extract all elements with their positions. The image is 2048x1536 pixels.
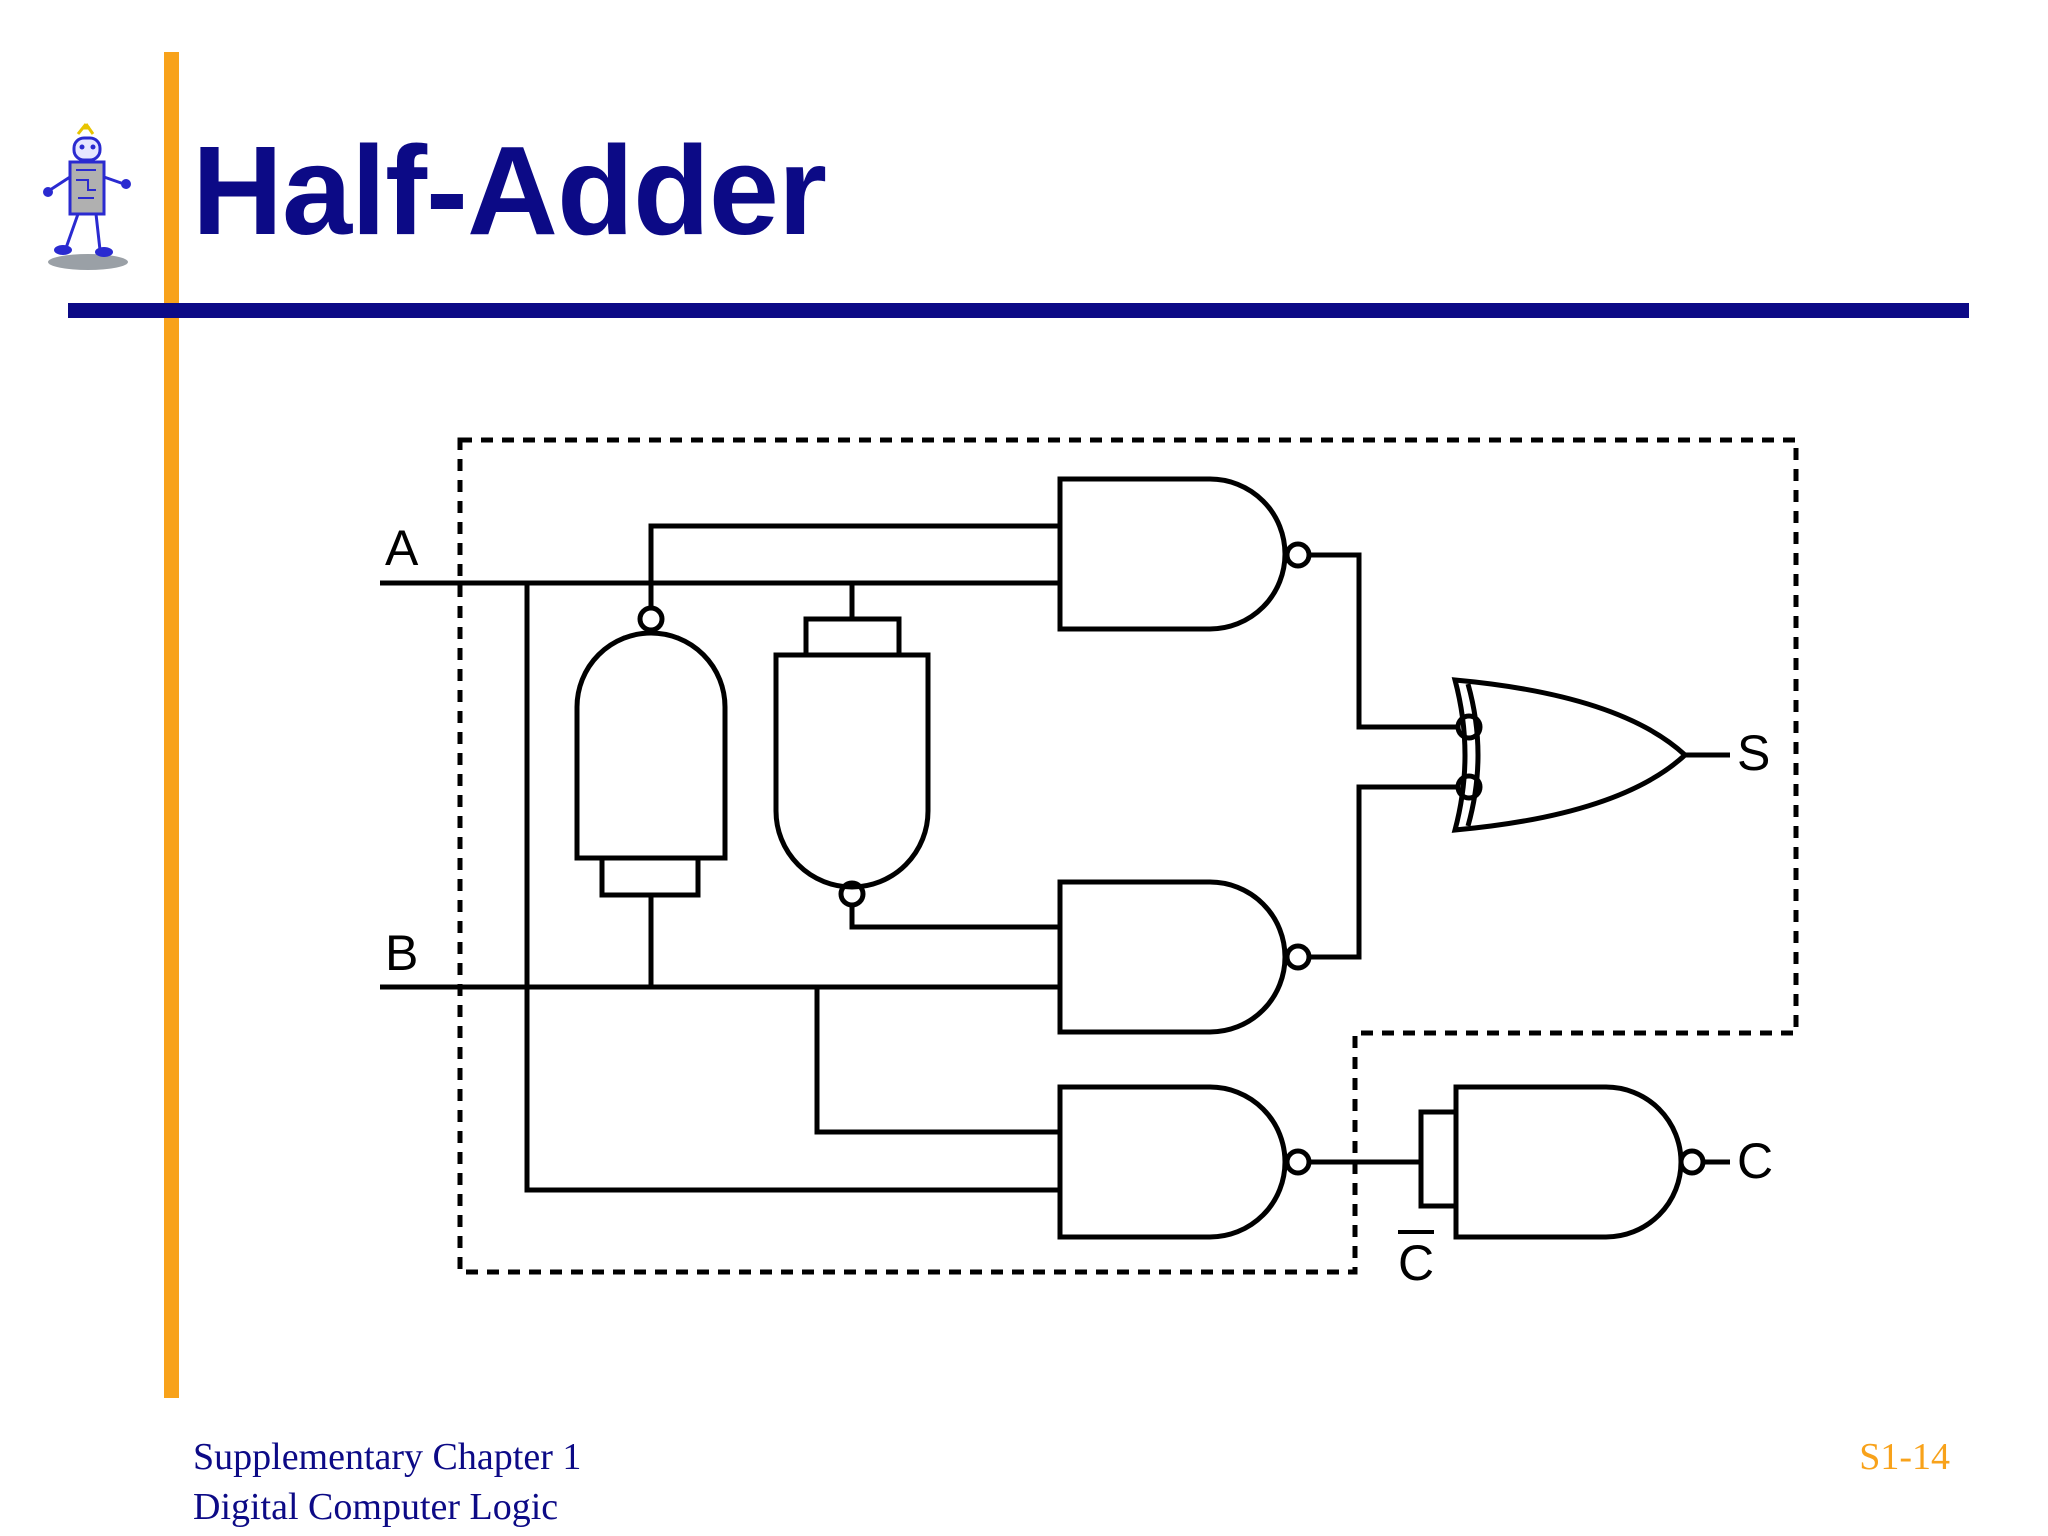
nand-gate-3 — [1057, 476, 1288, 632]
nand-gate-4-bubble — [1284, 943, 1312, 971]
wire-nand3-to-or — [1310, 552, 1460, 730]
nand-gate-1 — [574, 630, 728, 861]
wire-nand4-to-or — [1310, 784, 1460, 960]
nand-gate-3-bubble — [1284, 541, 1312, 569]
or-gate-bubble-bottom — [1455, 773, 1483, 801]
nand-gate-6-input-bar — [1418, 1109, 1459, 1209]
nand-gate-5-bubble — [1284, 1148, 1312, 1176]
wire-b-to-nand5 — [814, 987, 1060, 1135]
footer-line-chapter: Supplementary Chapter 1 — [193, 1436, 582, 1478]
robot-mascot-icon — [43, 123, 131, 270]
input-a-label: A — [385, 520, 419, 576]
wire-a-to-nand5 — [524, 583, 1060, 1193]
input-b-label: B — [385, 925, 418, 981]
carry-complement-label: C — [1398, 1235, 1434, 1291]
wire-a-to-nand1 — [648, 523, 1060, 608]
title-underline-rule — [68, 303, 1969, 318]
nand-gate-6 — [1453, 1084, 1684, 1240]
nand-gate-6-bubble — [1678, 1148, 1706, 1176]
footer-chapter-info: Supplementary Chapter 1 Digital Computer… — [193, 1432, 581, 1532]
nand-gate-2-input-bar — [803, 616, 902, 658]
nand-gate-4 — [1057, 879, 1288, 1035]
or-gate-back-curve — [1465, 683, 1481, 827]
nand-gate-5 — [1057, 1084, 1288, 1240]
nand-gate-1-input-bar — [599, 855, 701, 898]
nand-gate-2 — [773, 652, 931, 890]
or-gate-bubble-top — [1455, 713, 1483, 741]
vertical-accent-bar — [164, 52, 179, 1398]
output-s-label: S — [1737, 725, 1770, 781]
footer-line-book: Digital Computer Logic — [193, 1486, 559, 1528]
page-number: S1-14 — [1859, 1436, 1950, 1478]
wire-nand2-to-nand4 — [849, 905, 1060, 930]
or-gate — [1451, 677, 1689, 833]
nand-gate-1-bubble — [637, 605, 665, 633]
nand-gate-2-bubble — [838, 880, 866, 908]
slide-title: Half-Adder — [192, 120, 827, 261]
output-c-label: C — [1737, 1133, 1773, 1189]
